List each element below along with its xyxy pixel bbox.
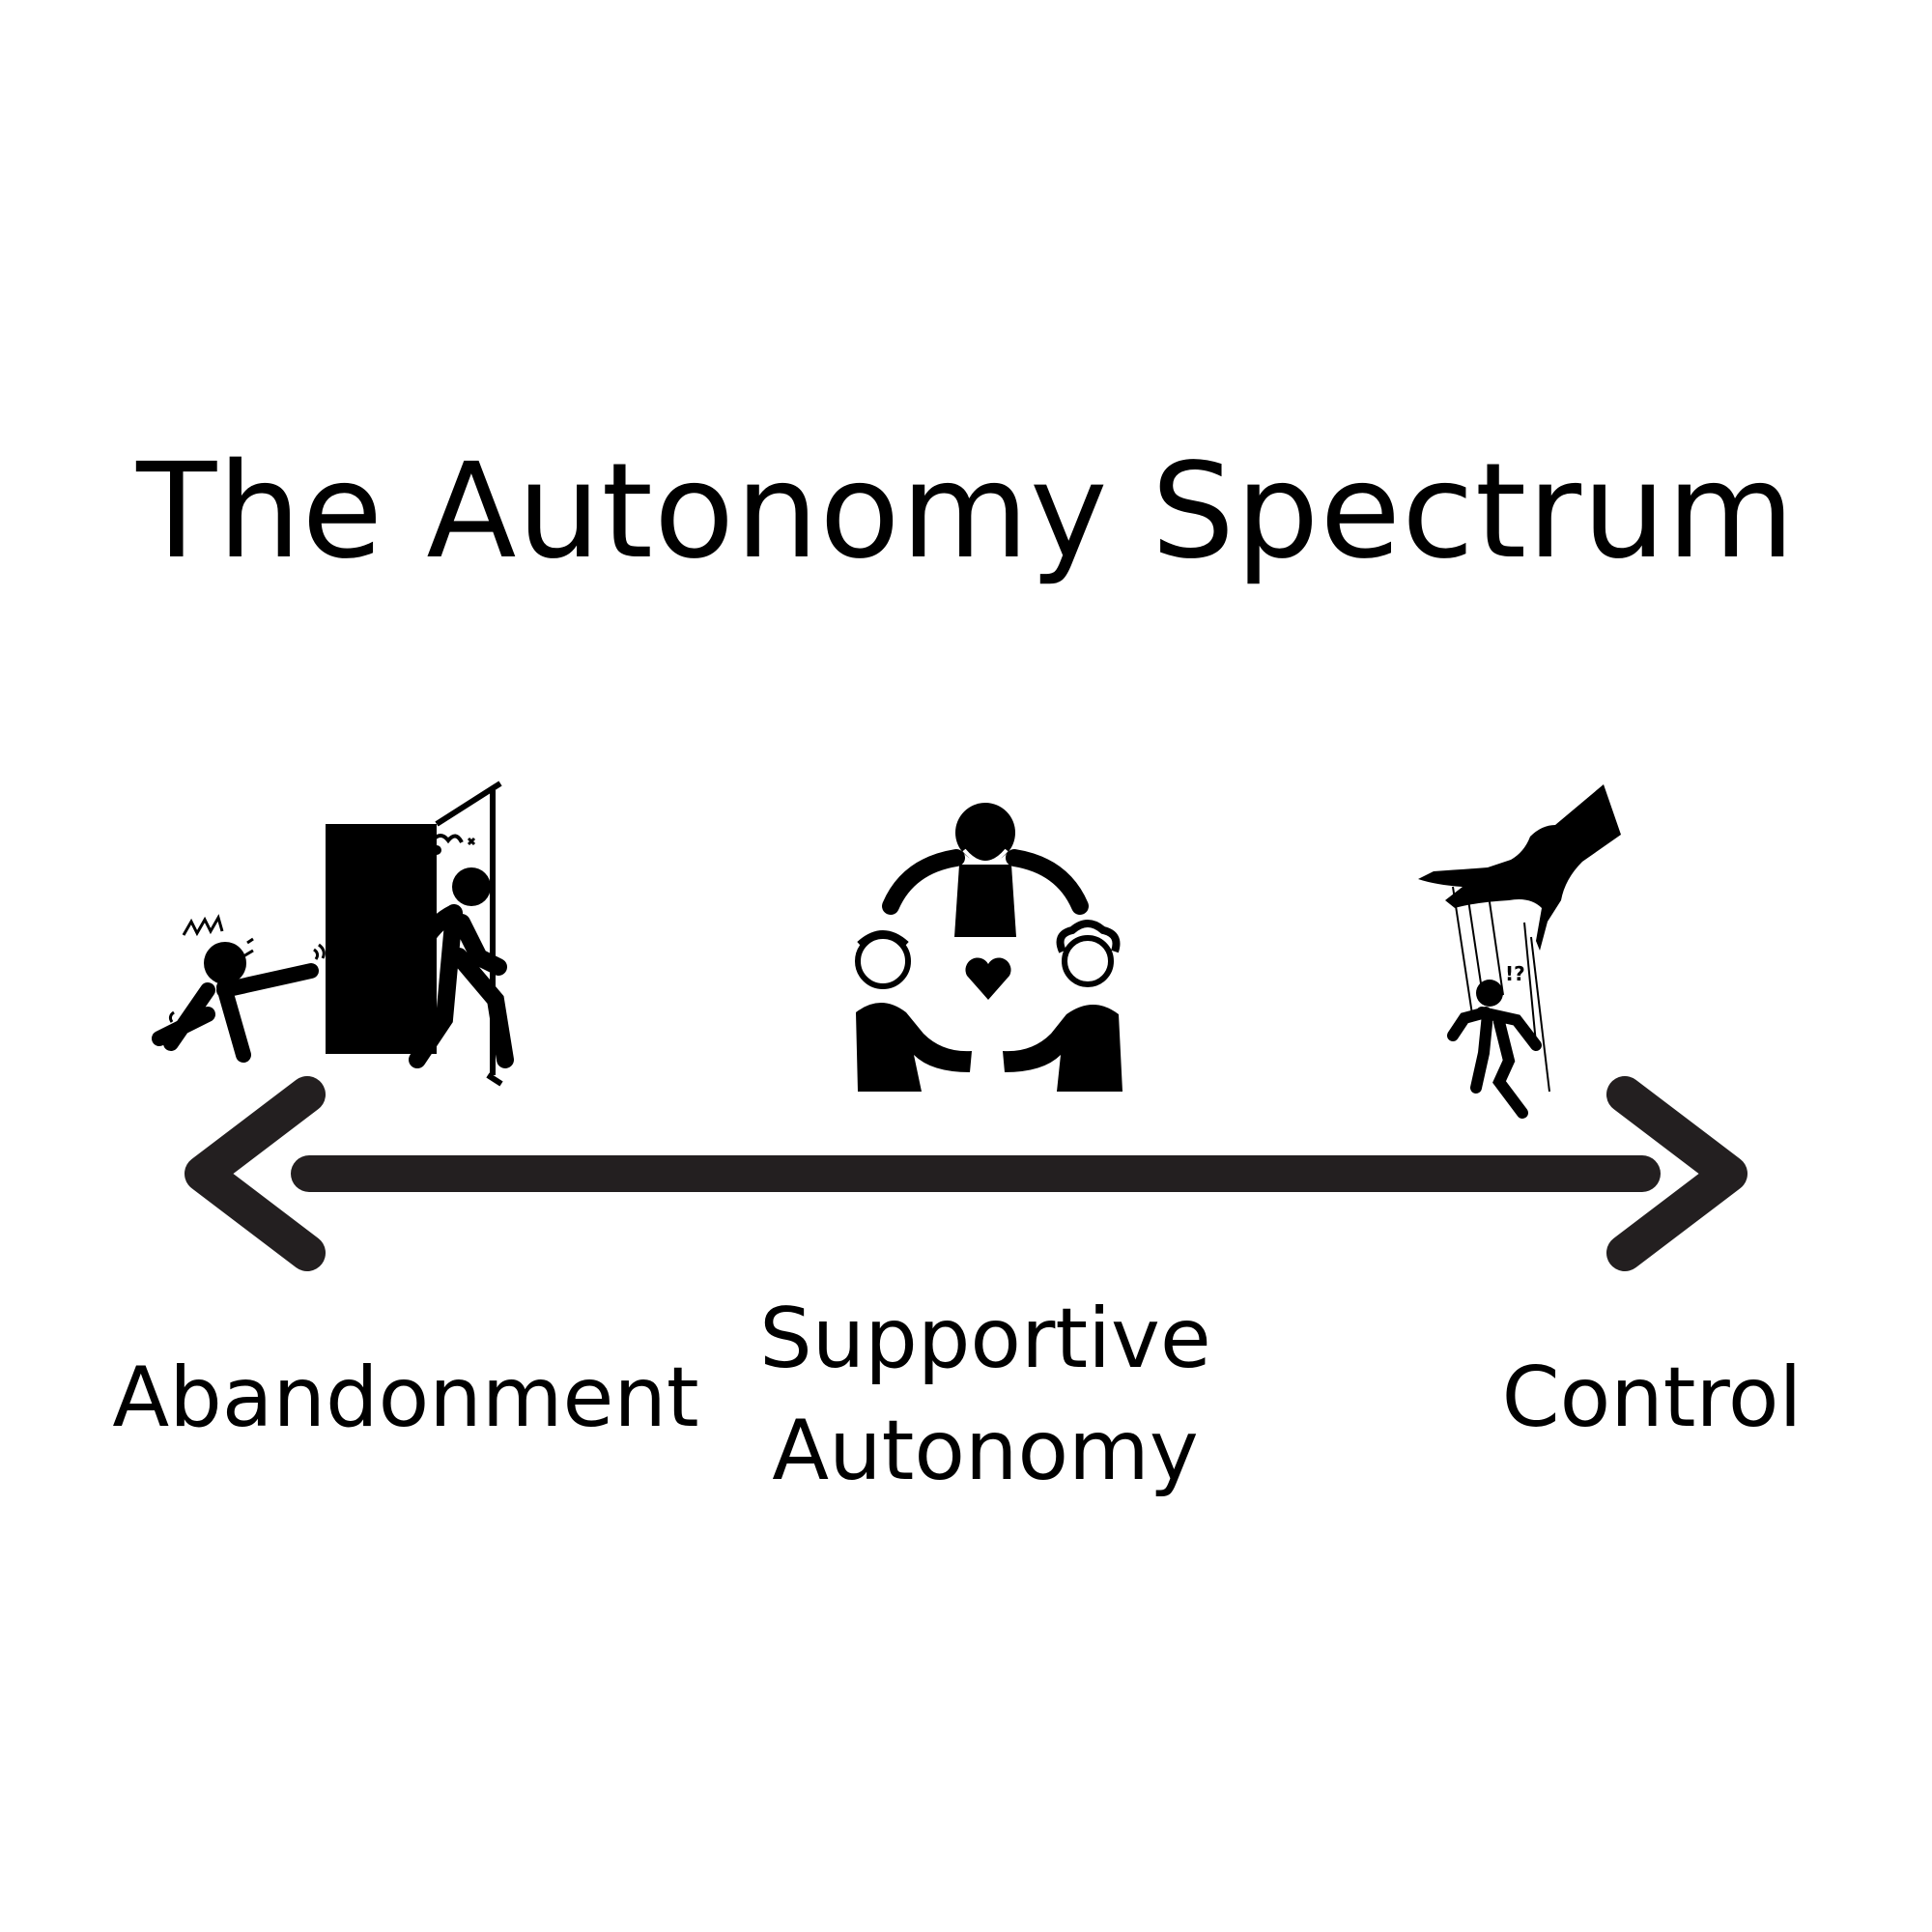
- puppet-exclaim-text: !?: [1505, 962, 1525, 985]
- label-supportive-line2: Autonomy: [772, 1403, 1199, 1500]
- page-title: The Autonomy Spectrum: [136, 436, 1796, 588]
- abandonment-icon: [152, 781, 514, 1087]
- puppet-control-icon: [1418, 784, 1621, 1119]
- label-supportive-line1: Supportive: [759, 1291, 1211, 1387]
- label-abandonment: Abandonment: [112, 1350, 699, 1446]
- family-support-icon: [855, 803, 1122, 1092]
- label-supportive-autonomy: Supportive Autonomy: [705, 1283, 1265, 1507]
- double-headed-arrow-icon: [185, 1076, 1747, 1271]
- label-control: Control: [1501, 1350, 1803, 1446]
